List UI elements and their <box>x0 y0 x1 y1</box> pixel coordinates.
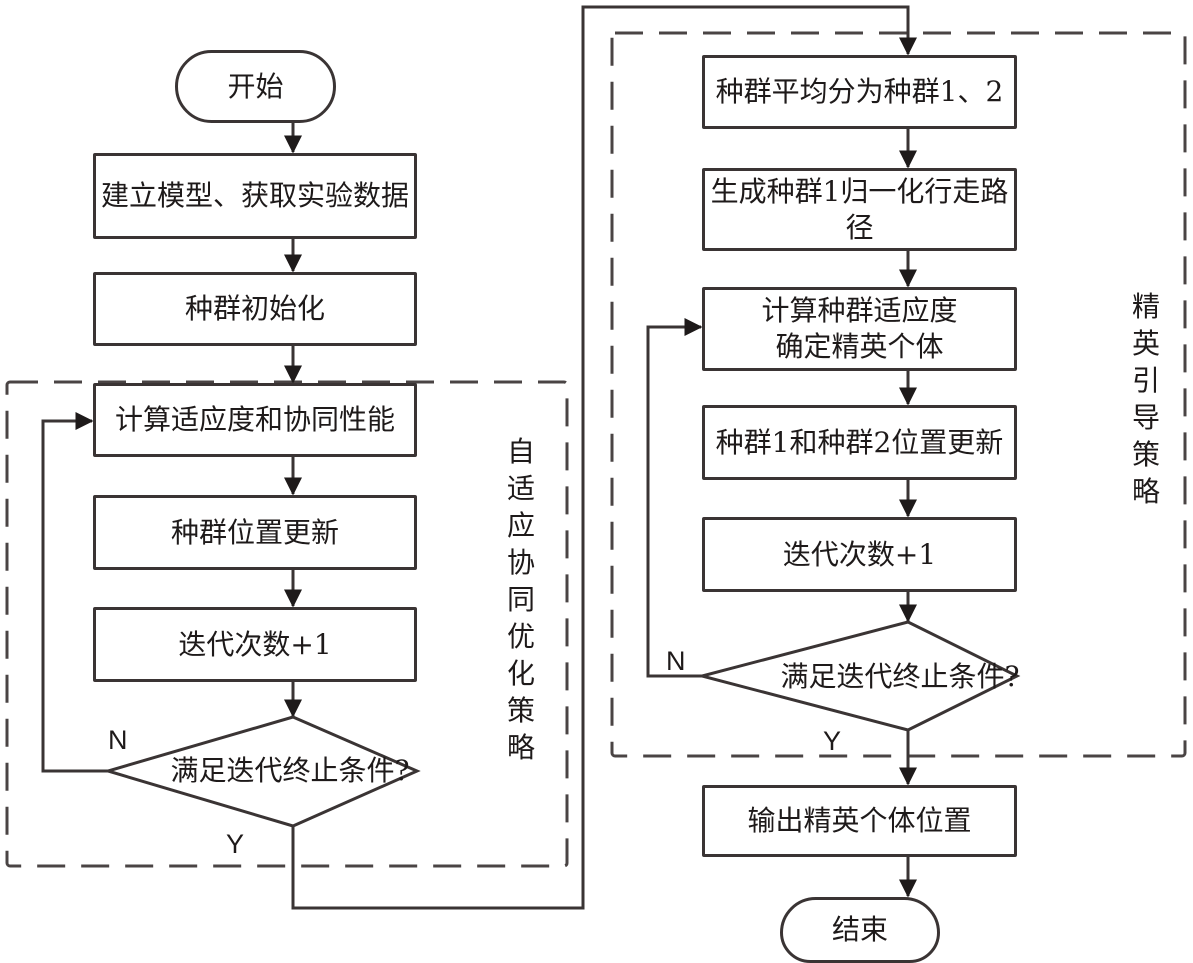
compute-fitness-step: 计算适应度和协同性能 <box>93 383 417 457</box>
build-model-label: 建立模型、获取实验数据 <box>100 179 409 212</box>
output-elite-step: 输出精英个体位置 <box>702 785 1017 857</box>
end-terminal: 结束 <box>780 897 940 963</box>
start-label: 开始 <box>227 69 284 103</box>
left-decision-diamond <box>102 715 421 828</box>
end-label: 结束 <box>831 913 888 946</box>
start-terminal: 开始 <box>175 50 336 123</box>
right-yes-label: Y <box>823 726 842 756</box>
right-decision-text: 满足迭代终止条件? <box>740 657 1060 697</box>
iterate-step-right: 迭代次数+1 <box>702 517 1017 592</box>
compute-fitness-label: 计算适应度和协同性能 <box>114 403 395 436</box>
build-model-step: 建立模型、获取实验数据 <box>93 153 417 239</box>
compute-elite-label: 计算种群适应度 确定精英个体 <box>761 294 958 363</box>
update-both-label: 种群1和种群2位置更新 <box>715 425 1004 459</box>
split-population-step: 种群平均分为种群1、2 <box>702 55 1017 129</box>
iterate-label-left: 迭代次数+1 <box>178 627 332 661</box>
init-population-label: 种群初始化 <box>184 292 325 325</box>
left-decision-text: 满足迭代终止条件? <box>130 751 450 791</box>
left-yes-connector <box>291 5 917 910</box>
left-no-label: N <box>108 725 128 755</box>
generate-path-label: 生成种群1归一化行走路径 <box>710 174 1009 244</box>
update-both-step: 种群1和种群2位置更新 <box>702 405 1017 480</box>
right-decision-label: 满足迭代终止条件? <box>780 660 1020 693</box>
right-decision-diamond <box>696 620 1021 732</box>
iterate-step-left: 迭代次数+1 <box>93 607 417 682</box>
left-no-loop <box>41 412 108 773</box>
adaptive-strategy-group-label: 自适应协同优化策略 <box>506 435 535 764</box>
right-no-label: N <box>666 646 686 676</box>
iterate-label-right: 迭代次数+1 <box>782 537 937 571</box>
left-yes-label: Y <box>226 829 245 859</box>
init-population-step: 种群初始化 <box>93 272 417 346</box>
generate-path-step: 生成种群1归一化行走路径 <box>702 168 1017 251</box>
split-population-label: 种群平均分为种群1、2 <box>715 75 1004 108</box>
compute-elite-step: 计算种群适应度 确定精英个体 <box>702 287 1017 371</box>
elite-strategy-group-label: 精英引导策略 <box>1131 290 1160 508</box>
elite-strategy-group-border <box>610 31 1187 758</box>
update-position-label: 种群位置更新 <box>170 515 339 549</box>
output-elite-label: 输出精英个体位置 <box>747 804 972 837</box>
right-no-loop <box>646 318 703 678</box>
left-decision-label: 满足迭代终止条件? <box>170 754 410 787</box>
update-position-step: 种群位置更新 <box>93 495 417 570</box>
